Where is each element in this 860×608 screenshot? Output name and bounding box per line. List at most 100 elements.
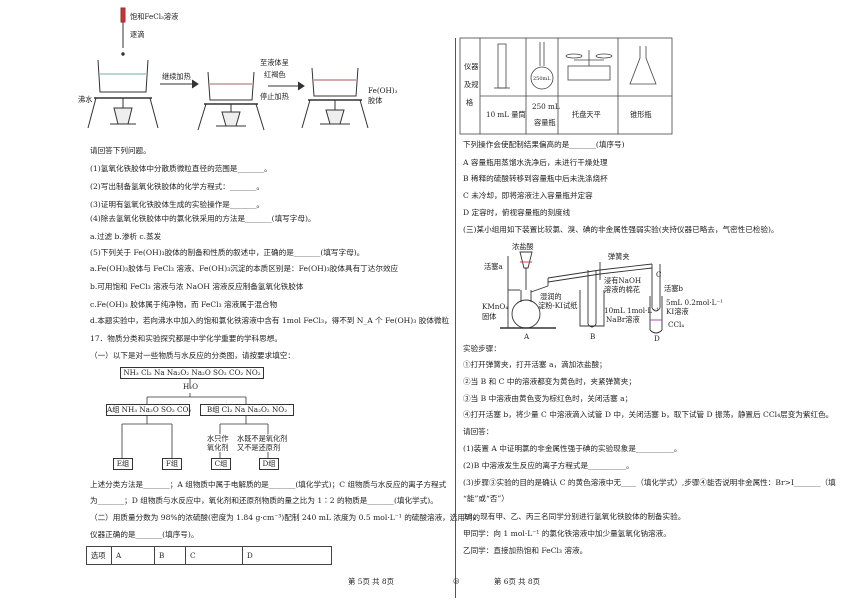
apparatus-c-label: C (656, 270, 662, 279)
apparatus-d-label: D (654, 334, 660, 343)
product-label-2: 胶体 (368, 96, 383, 105)
steps-heading: 实验步骤： (463, 344, 501, 353)
clamp-label: 弹簧夹 (608, 252, 630, 261)
halogen-apparatus-diagram (500, 251, 663, 334)
reagent-label: 饱和FeCl₃溶液 (130, 12, 179, 21)
step-line: ③当 B 中溶液由黄色变为棕红色时，关闭活塞 a； (463, 394, 633, 403)
column-divider (455, 38, 456, 598)
question-line: (3)步骤③实验的目的是确认 C 的黄色溶液中无____（填化学式）,步骤④能否… (463, 478, 836, 487)
naoh-cotton-label: 浸有NaOH (604, 276, 642, 285)
flask-mark-label: 250mL (533, 76, 551, 82)
question-line: (1)装置 A 中证明氯的非金属性强于碘的实验现象是__________。 (463, 444, 682, 453)
question-line: c.Fe(OH)₃ 胶体属于纯净物，而 FeCl₃ 溶液属于混合物 (90, 300, 278, 309)
step-line: ④打开活塞 b，将少量 C 中溶液滴入试管 D 中，关闭活塞 b，取下试管 D … (463, 410, 834, 419)
question-line: 甲同学：向 1 mol·L⁻¹ 的氯化铁溶液中加少量氢氧化钠溶液。 (463, 529, 671, 538)
question-line: “能”或“否”） (463, 494, 509, 503)
group-b-box: B组 Cl₂ Na Na₂O₂ NO₂ (200, 404, 294, 416)
question-line: (1)氢氧化铁胶体中分散质微粒直径的范围是_______。 (90, 164, 272, 173)
instrument-header-3: 格 (466, 98, 474, 107)
ki-label-2: KI溶液 (666, 307, 689, 316)
question-line: (2)写出制备氢氧化铁胶体的化学方程式：_______。 (90, 182, 265, 191)
question-line: (2)B 中溶液发生反应的离子方程式是__________。 (463, 461, 634, 470)
step-line: ①打开弹簧夹，打开活塞 a，滴加浓盐酸； (463, 360, 607, 369)
option-b: B (154, 546, 186, 565)
step-line: ②当 B 和 C 中的溶液都变为黄色时，夹紧弹簧夹； (463, 377, 636, 386)
group-c-box: C组 (211, 458, 231, 470)
page-number-right: 第 6页 共 8页 (494, 577, 541, 586)
question-line: 18．现有甲、乙、丙三名同学分别进行氢氧化铁胶体的制备实验。 (463, 512, 686, 521)
question-line: (4)除去氢氧化铁胶体中的氯化铁采用的方法是_______(填写字母)。 (90, 214, 316, 223)
solid-label: 固体 (482, 312, 497, 321)
question-line: 仪器正确的是_______(填序号)。 (90, 530, 199, 539)
colloid-preparation-diagram (87, 7, 369, 131)
question-line: d.本题实验中，若向沸水中加入的饱和氯化铁溶液中含有 1mol FeCl₃，得不… (90, 316, 450, 325)
option-header: 选项 (86, 546, 112, 565)
ccl4-label: CCl₄ (668, 320, 685, 329)
water-neither-label: 水既不是氧化剂 (237, 434, 288, 443)
question-line: 乙同学：直接加热饱和 FeCl₃ 溶液。 (463, 546, 588, 555)
option-line: B 稀释的硫酸转移到容量瓶中后未洗涤烧杯 (463, 174, 608, 183)
water-oxidant-label: 水只作 (207, 434, 229, 443)
kmno4-label: KMnO₄ (482, 302, 509, 311)
wet-paper-label: 湿润的 (540, 292, 562, 301)
apparatus-a-label: A (524, 332, 530, 341)
water-neither-label-2: 又不是还原剂 (237, 443, 281, 452)
question-line: (3)证明有氢氧化铁胶体生成的实验操作是_______。 (90, 200, 265, 209)
water-oxidant-label-2: 氧化剂 (207, 443, 229, 452)
question-line: 请回答： (463, 427, 494, 436)
question-line: a.Fe(OH)₃胶体与 FeCl₃ 溶液、Fe(OH)₃沉淀的本质区别是：Fe… (90, 264, 399, 273)
nabr-label: 10mL 1mol·L⁻¹ (604, 306, 659, 315)
stop-heat-label: 停止加热 (260, 92, 289, 101)
classification-tree (121, 378, 269, 458)
valve-a-label: 活塞a (484, 262, 503, 271)
apparatus-b-label: B (590, 332, 596, 341)
product-label: Fe(OH)₃ (368, 86, 398, 95)
instrument-table (459, 37, 673, 135)
question-line: (三)某小组用如下装置比较氯、溴、碘的非金属性强弱实验(夹持仪器已略去，气密性已… (463, 225, 779, 234)
substance-list-box: NH₃ Cl₂ Na Na₂O₂ Na₂O SO₂ CO₂ NO₂ (120, 367, 264, 379)
group-f-box: F组 (162, 458, 182, 470)
red-brown-label: 红褐色 (264, 70, 286, 79)
instrument-conical-flask: 锥形瓶 (630, 110, 652, 119)
water-label: H₂O (183, 382, 199, 391)
option-c: C (185, 546, 243, 565)
instrument-flask: 250 mL (532, 102, 560, 111)
question-line: 上述分类方法是_______；A 组物质中属于电解质的是_______(填化学式… (90, 480, 447, 489)
wet-paper-label-2: 淀粉-KI试纸 (538, 301, 578, 310)
continue-heat-label: 继续加热 (162, 72, 191, 81)
page-number-left: 第 5页 共 8页 (348, 577, 395, 586)
option-line: D 定容时，俯视容量瓶的刻度线 (463, 208, 571, 217)
boiling-water-label: 沸水 (78, 95, 93, 104)
nabr-label-2: NaBr溶液 (606, 315, 640, 324)
naoh-cotton-label-2: 溶液的棉花 (604, 285, 640, 294)
valve-b-label: 活塞b (664, 284, 683, 293)
option-line: A 容量瓶用蒸馏水洗净后，未进行干燥处理 (463, 158, 608, 167)
footer-mark: ◎ (453, 576, 460, 585)
option-table: 选项 A B C D (86, 546, 332, 565)
question-line: 下列操作会使配制结果偏高的是_______(填序号) (463, 140, 625, 149)
instrument-cylinder: 10 mL 量筒 (486, 110, 526, 119)
group-a-box: A组 NH₃ Na₂O SO₂ CO₂ (106, 404, 192, 416)
question-line: （一）以下是对一些物质与水反应的分类图，请按要求填空： (90, 351, 296, 360)
until-red-label: 至液体呈 (260, 58, 289, 67)
question-line: （二）用质量分数为 98%的浓硫酸(密度为 1.84 g·cm⁻³)配制 240… (90, 513, 481, 522)
question-line: (5)下列关于 Fe(OH)₃胶体的制备和性质的叙述中，正确的是_______(… (90, 248, 365, 257)
question-line: 17．物质分类和实验探究都是中学化学重要的学科思想。 (90, 334, 282, 343)
option-a: A (111, 546, 155, 565)
group-e-box: E组 (113, 458, 133, 470)
question-intro: 请回答下列问题。 (90, 146, 151, 155)
option-d: D (242, 546, 332, 565)
group-d-box: D组 (259, 458, 279, 470)
conc-hcl-label: 浓盐酸 (512, 242, 534, 251)
question-line: a.过滤 b.渗析 c.蒸发 (90, 232, 162, 241)
ki-label: 5mL 0.2mol·L⁻¹ (666, 298, 724, 307)
instrument-header-2: 及规 (464, 80, 479, 89)
question-line: b.可用饱和 FeCl₃ 溶液与浓 NaOH 溶液反应制备氢氧化铁胶体 (90, 282, 304, 291)
option-line: C 未冷却，即将溶液注入容量瓶并定容 (463, 191, 593, 200)
instrument-balance: 托盘天平 (572, 110, 601, 119)
instrument-flask-2: 容量瓶 (534, 118, 556, 127)
question-line: 为_______；D 组物质与水反应中，氧化剂和还原剂物质的量之比为 1∶2 的… (90, 496, 438, 505)
instrument-header: 仪器 (464, 62, 479, 71)
drip-label: 逐滴 (130, 30, 145, 39)
